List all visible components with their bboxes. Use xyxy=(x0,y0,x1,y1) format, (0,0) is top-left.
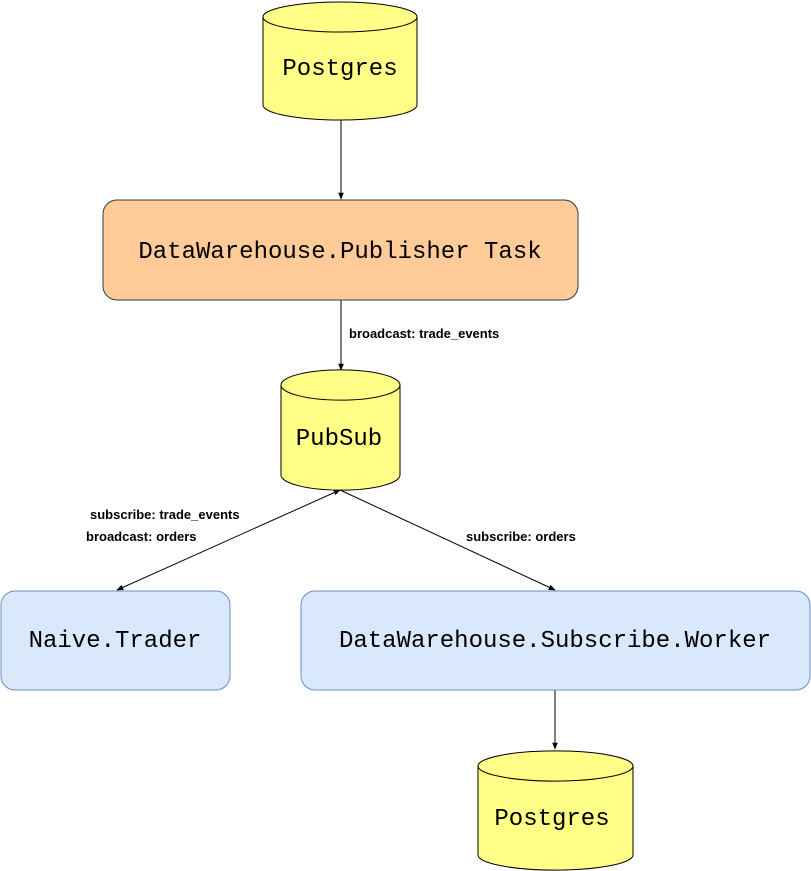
postgres-top-label: Postgres xyxy=(282,56,397,83)
edge-pubsub-naive-trader xyxy=(116,489,341,591)
edge-label-subscribe-orders: subscribe: orders xyxy=(466,529,576,544)
publisher-task-node: DataWarehouse.Publisher Task xyxy=(102,199,579,301)
publisher-task-label: DataWarehouse.Publisher Task xyxy=(138,239,541,266)
naive-trader-label: Naive.Trader xyxy=(29,628,202,655)
postgres-bottom-cylinder: Postgres xyxy=(477,750,634,871)
edge-label-broadcast-orders: broadcast: orders xyxy=(86,529,197,544)
pubsub-cylinder: PubSub xyxy=(280,369,401,491)
postgres-bottom-label: Postgres xyxy=(494,806,609,833)
naive-trader-node: Naive.Trader xyxy=(0,590,231,691)
subscribe-worker-node: DataWarehouse.Subscribe.Worker xyxy=(300,590,811,691)
edge-label-subscribe-trade-events: subscribe: trade_events xyxy=(90,507,240,522)
edge-pubsub-subscribe-worker xyxy=(339,489,556,591)
edge-label-broadcast-trade-events: broadcast: trade_events xyxy=(349,326,499,341)
pubsub-label: PubSub xyxy=(296,426,382,453)
postgres-top-cylinder: Postgres xyxy=(262,1,418,121)
subscribe-worker-label: DataWarehouse.Subscribe.Worker xyxy=(339,628,771,655)
